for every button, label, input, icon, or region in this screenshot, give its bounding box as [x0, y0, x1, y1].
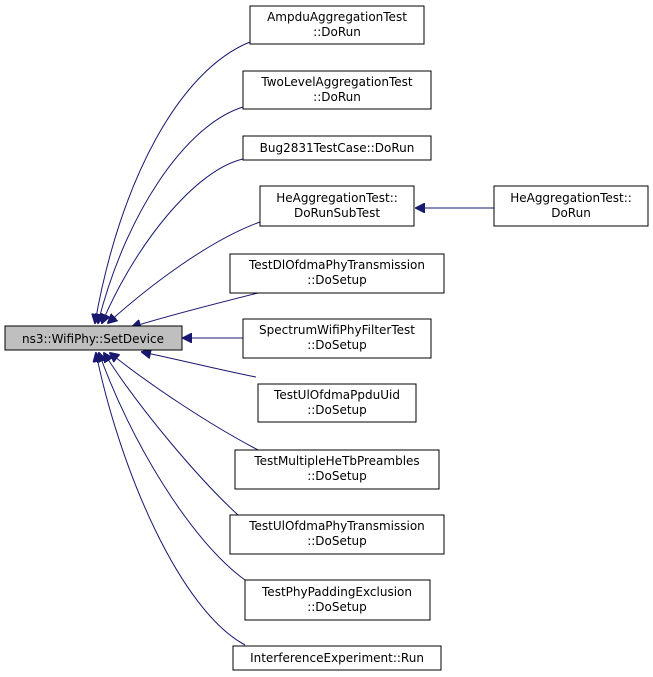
node-label: DoRun: [551, 206, 591, 220]
node-test-ul-ofdma-ppdu-uid[interactable]: TestUlOfdmaPpduUid ::DoSetup: [257, 383, 417, 423]
node-test-multiple-hetb-preambles[interactable]: TestMultipleHeTbPreambles ::DoSetup: [234, 449, 440, 490]
node-test-dl-ofdma-phy-transmission[interactable]: TestDlOfdmaPhyTransmission ::DoSetup: [229, 253, 445, 294]
node-heaggregation-dorun[interactable]: HeAggregationTest:: DoRun: [493, 185, 649, 227]
edge-bug2831-to-setdevice: [102, 158, 244, 323]
node-box: [249, 5, 425, 45]
node-label: TestDlOfdmaPhyTransmission: [248, 258, 425, 272]
node-box: [244, 579, 431, 621]
edge-multiplehetb-to-setdevice: [110, 353, 261, 452]
node-interference-experiment[interactable]: InterferenceExperiment::Run: [232, 645, 442, 671]
node-label: ns3::WifiPhy::SetDevice: [22, 332, 164, 346]
node-box: [493, 185, 649, 227]
node-label: TestMultipleHeTbPreambles: [253, 454, 419, 468]
node-twolevel-aggregation-test[interactable]: TwoLevelAggregationTest ::DoRun: [242, 70, 432, 110]
node-heaggregation-dorunsubtest[interactable]: HeAggregationTest:: DoRunSubTest: [259, 185, 415, 227]
node-label: ::DoSetup: [307, 403, 367, 417]
node-label: TestUlOfdmaPpduUid: [273, 388, 400, 402]
node-label: ::DoRun: [313, 90, 361, 104]
node-label: ::DoRun: [313, 25, 361, 39]
node-label: TestUlOfdmaPhyTransmission: [248, 519, 425, 533]
node-test-ul-ofdma-phy-transmission[interactable]: TestUlOfdmaPhyTransmission ::DoSetup: [229, 514, 445, 555]
node-box: [232, 645, 442, 671]
node-label: TestPhyPaddingExclusion: [261, 585, 412, 599]
node-label: ::DoSetup: [307, 338, 367, 352]
node-box: [229, 514, 445, 555]
node-box: [242, 135, 432, 161]
node-label: InterferenceExperiment::Run: [250, 651, 424, 665]
node-label: ::DoSetup: [307, 469, 367, 483]
edge-ampdu-to-setdevice: [95, 41, 251, 323]
node-test-phy-padding-exclusion[interactable]: TestPhyPaddingExclusion ::DoSetup: [244, 579, 431, 621]
edge-twolevel-to-setdevice: [98, 106, 244, 323]
node-box: [242, 70, 432, 110]
node-box: [259, 185, 415, 227]
node-label: AmpduAggregationTest: [267, 10, 407, 24]
node-setdevice[interactable]: ns3::WifiPhy::SetDevice: [4, 325, 183, 351]
edge-phypadding-to-setdevice: [99, 353, 246, 581]
node-box: [234, 449, 440, 490]
edge-ulppduuid-to-setdevice: [142, 352, 257, 378]
node-label: SpectrumWifiPhyFilterTest: [259, 323, 415, 337]
edges: [95, 41, 494, 646]
node-box: [257, 383, 417, 423]
node-label: DoRunSubTest: [294, 206, 380, 220]
node-label: ::DoSetup: [307, 273, 367, 287]
node-box: [229, 253, 445, 294]
node-box: [4, 325, 183, 351]
edge-interference-to-setdevice: [96, 353, 246, 646]
edge-heaggsub-to-setdevice: [108, 221, 261, 323]
node-label: TwoLevelAggregationTest: [260, 75, 413, 89]
node-label: HeAggregationTest::: [510, 191, 632, 205]
edge-dlofdma-to-setdevice: [132, 291, 263, 327]
node-spectrum-wifiphy-filter-test[interactable]: SpectrumWifiPhyFilterTest ::DoSetup: [242, 318, 432, 359]
node-label: ::DoSetup: [307, 534, 367, 548]
node-label: Bug2831TestCase::DoRun: [260, 141, 415, 155]
edge-ulofdma-to-setdevice: [104, 353, 239, 516]
node-box: [242, 318, 432, 359]
node-ampdu-aggregation-test[interactable]: AmpduAggregationTest ::DoRun: [249, 5, 425, 45]
node-label: HeAggregationTest::: [276, 191, 398, 205]
node-bug2831-testcase[interactable]: Bug2831TestCase::DoRun: [242, 135, 432, 161]
node-label: ::DoSetup: [307, 600, 367, 614]
